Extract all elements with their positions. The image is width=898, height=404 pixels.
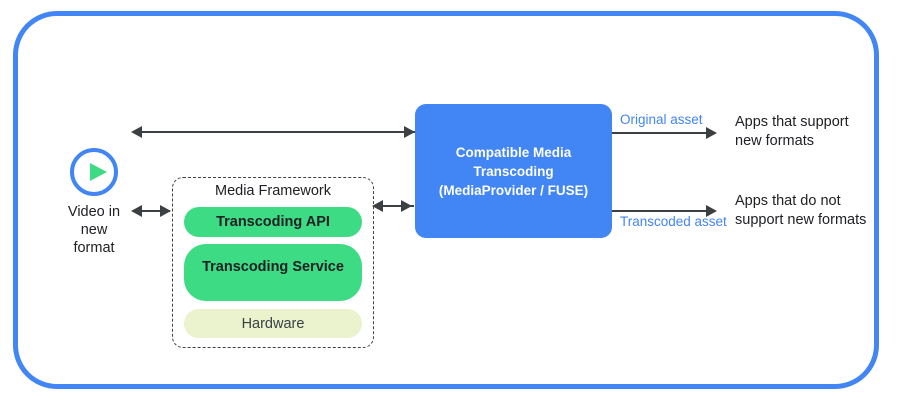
arrow-source-framework-head-left [131,205,142,217]
arrow-framework-process-head-left [372,200,383,212]
compatible-media-transcoding-node: Compatible Media Transcoding (MediaProvi… [415,104,612,238]
arrow-original-asset-line [612,132,715,134]
video-source-node: Video in new format [46,148,142,257]
play-triangle-icon [90,163,107,181]
edge-label-transcoded-asset: Transcoded asset [620,214,727,229]
video-source-label: Video in new format [67,204,121,256]
layer-hardware: Hardware [184,309,362,338]
arrow-original-asset-head [706,127,717,139]
arrow-transcoded-asset-line [612,210,715,212]
layer-transcoding-service: Transcoding Service [184,244,362,301]
arrow-framework-process-head-right [401,200,412,212]
media-framework-title: Media Framework [214,183,332,199]
play-circle-icon [70,148,118,196]
arrow-transcoded-asset-head [706,205,717,217]
layer-transcoding-api: Transcoding API [184,207,362,237]
consumer-apps-not-supporting: Apps that do not support new formats [735,193,867,228]
edge-label-original-asset: Original asset [620,112,703,127]
media-framework-group: Media Framework Transcoding API Transcod… [172,177,374,348]
arrow-source-process-head-right [404,126,415,138]
arrow-source-framework-line [141,210,170,212]
arrow-framework-process-line [382,205,414,207]
arrow-source-framework-head-right [160,205,171,217]
consumer-apps-supporting: Apps that support new formats [735,114,849,149]
arrow-source-process-line [142,131,415,133]
arrow-source-process-head-left [131,126,142,138]
